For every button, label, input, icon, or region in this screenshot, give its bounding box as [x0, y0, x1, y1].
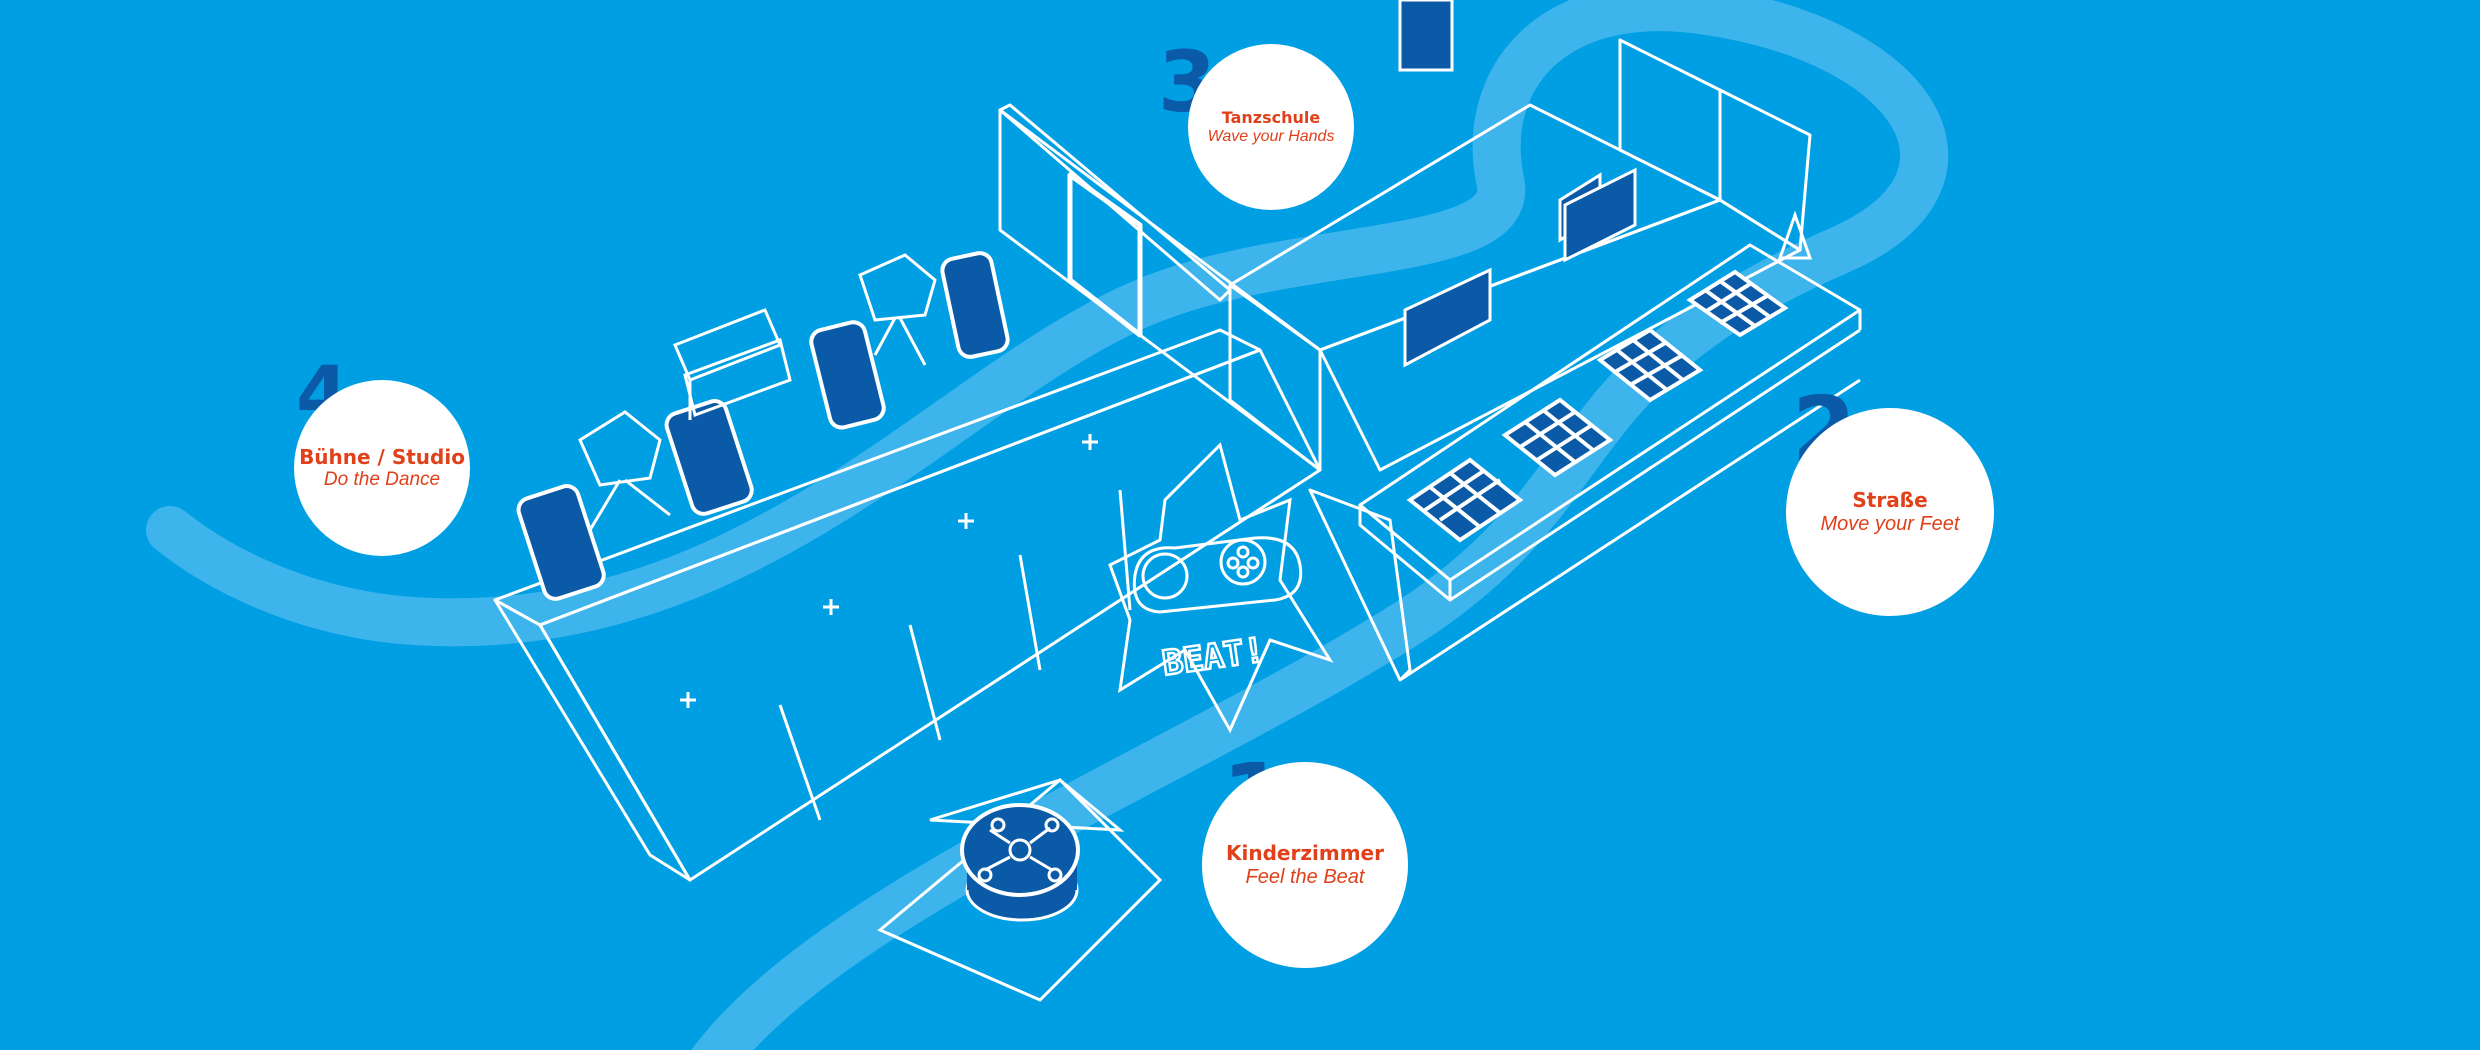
wall-screens — [1398, 0, 1637, 368]
station-2-subtitle: Move your Feet — [1820, 513, 1960, 535]
station-3-subtitle: Wave your Hands — [1207, 128, 1335, 145]
station-1-kinderzimmer[interactable]: Kinderzimmer Feel the Beat — [1202, 762, 1408, 968]
dance-pads — [1406, 269, 1789, 543]
game-controller-icon — [1132, 536, 1303, 614]
station-1-title: Kinderzimmer — [1226, 841, 1384, 865]
station-3-title: Tanzschule — [1221, 107, 1321, 127]
beat-sign: BEAT! — [1108, 442, 1334, 734]
beat-sign-text: BEAT! — [1160, 630, 1267, 684]
station-4-title: Bühne / Studio — [299, 444, 465, 469]
station-4-subtitle: Do the Dance — [323, 468, 441, 490]
station-4-buehne[interactable]: Bühne / Studio Do the Dance — [294, 380, 470, 556]
wall-right — [1228, 38, 1861, 682]
station-2-strasse[interactable]: Straße Move your Feet — [1786, 408, 1994, 616]
cone-icon — [1777, 210, 1813, 260]
station-3-tanzschule[interactable]: Tanzschule Wave your Hands — [1188, 44, 1354, 210]
bench — [673, 308, 792, 420]
phone-panels — [516, 251, 1010, 601]
tripod-lights — [578, 253, 937, 531]
speaker-drum — [877, 777, 1163, 1002]
platform — [1358, 243, 1862, 602]
station-1-subtitle: Feel the Beat — [1245, 866, 1365, 888]
floor-markers — [680, 434, 1098, 708]
station-2-title: Straße — [1852, 488, 1928, 512]
